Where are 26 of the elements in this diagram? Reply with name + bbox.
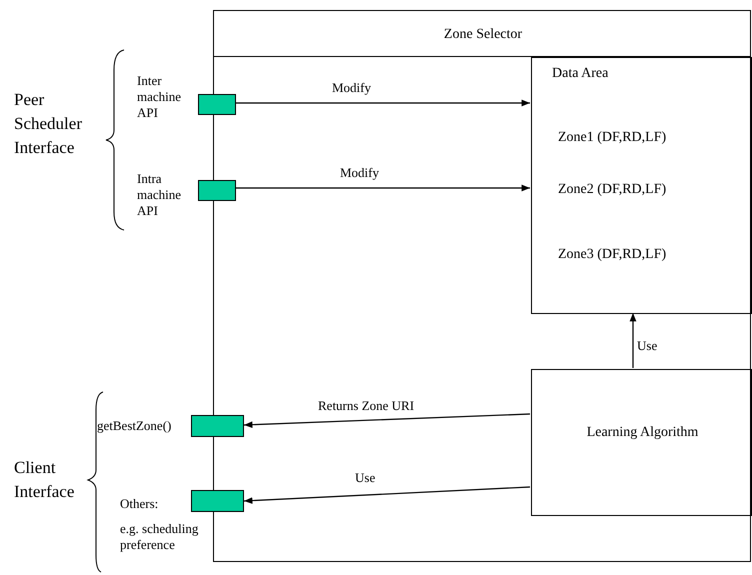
edge-label: Modify	[332, 80, 371, 95]
arrow	[236, 184, 530, 192]
arrow	[244, 413, 530, 428]
component-box	[531, 369, 752, 516]
interface-label: Others:	[120, 496, 160, 512]
arrow	[630, 313, 636, 368]
interface-port	[198, 180, 236, 201]
interface-port	[198, 94, 236, 115]
box-title: Zone Selector	[442, 27, 524, 43]
zone-entry: Zone2 (DF,RD,LF)	[558, 182, 668, 198]
zone-entry: Zone3 (DF,RD,LF)	[558, 247, 668, 263]
box-title: Data Area	[552, 66, 610, 82]
interface-port	[191, 490, 244, 512]
interface-label: Inter machine API	[137, 73, 182, 121]
interface-label: e.g. scheduling preference	[120, 521, 200, 553]
arrow	[244, 486, 530, 504]
interface-label: getBestZone()	[97, 418, 172, 434]
component-box	[531, 57, 752, 314]
arrow	[236, 100, 530, 106]
zone-entry: Zone1 (DF,RD,LF)	[558, 130, 668, 146]
interface-port	[191, 415, 244, 437]
edge-label: Modify	[340, 165, 379, 180]
group-label: Client Interface	[14, 457, 76, 503]
interface-label: Intra machine API	[137, 171, 182, 219]
group-label: Peer Scheduler Interface	[14, 89, 83, 159]
box-title: Learning Algorithm	[586, 425, 700, 441]
